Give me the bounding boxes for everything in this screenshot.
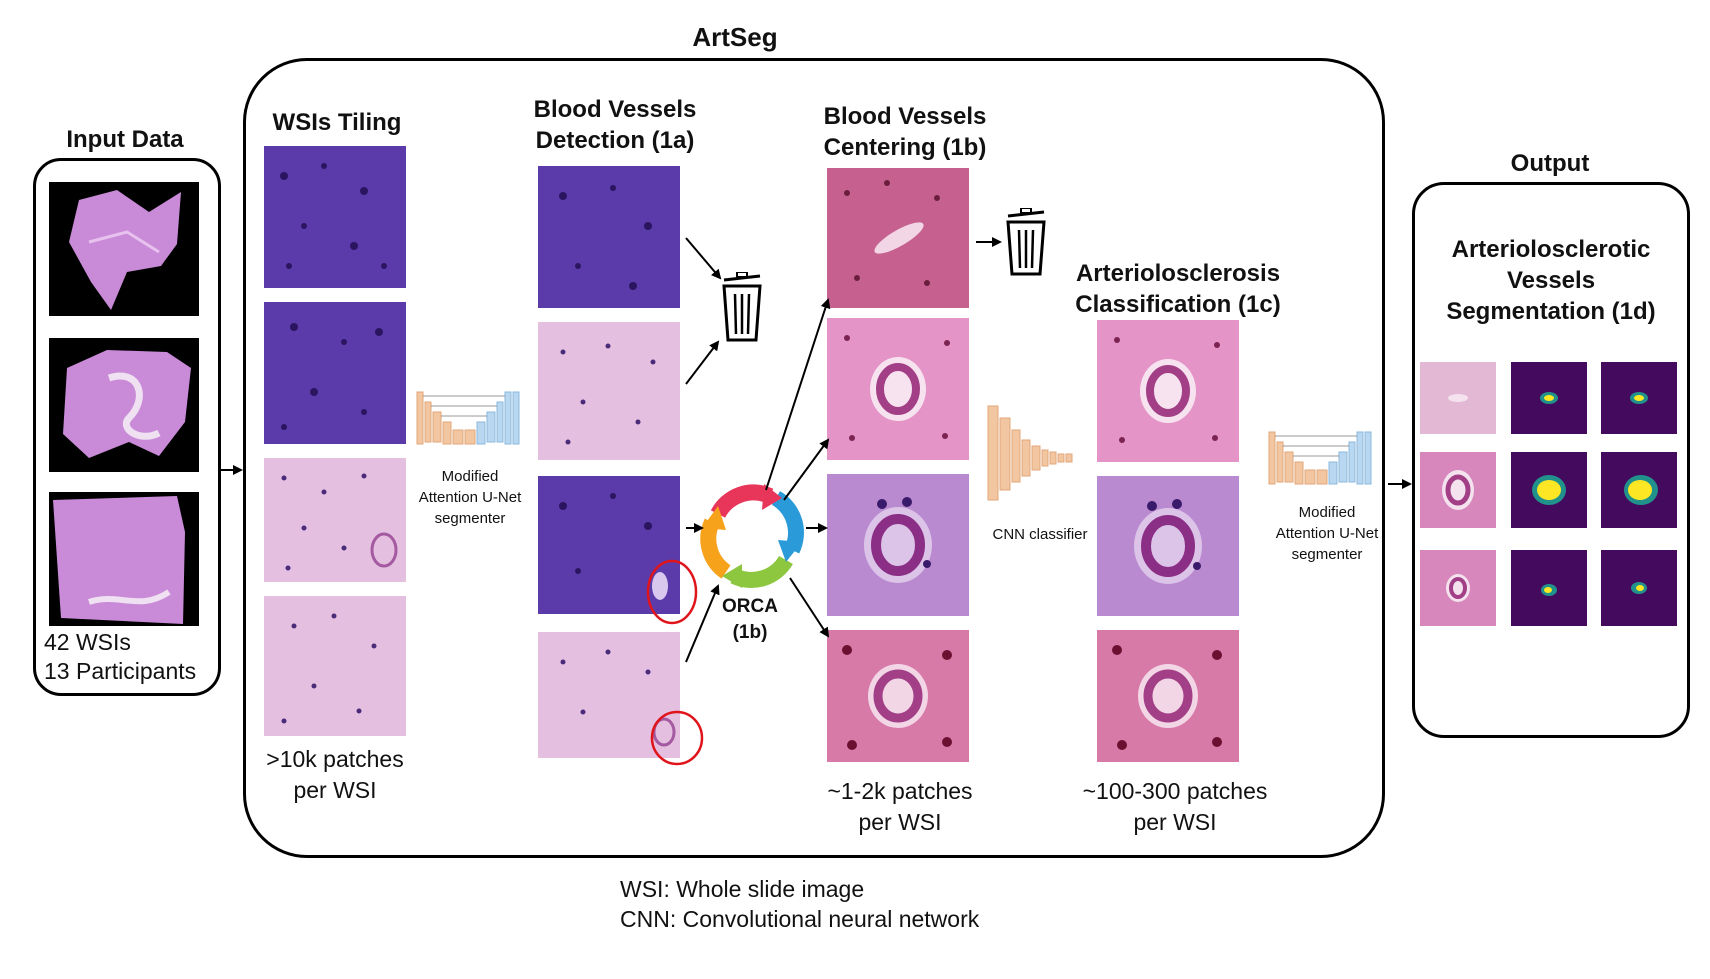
- segmentation-output: [1601, 550, 1677, 626]
- pink-patch-tile: [264, 458, 406, 582]
- segmenter-label: Modified Attention U-Net segmenter: [418, 468, 522, 527]
- legend-cnn: CNN: Convolutional neural network: [620, 906, 980, 932]
- participant-count: 13 Participants: [44, 658, 197, 684]
- wsi-thumbnail: [49, 492, 199, 626]
- annotated-mask: [1511, 550, 1587, 626]
- purple-patch-tile: [264, 146, 406, 288]
- vessel-patch-tile: [1097, 320, 1239, 462]
- classification-heading: Arteriolosclerosis Classification (1c): [1075, 260, 1281, 318]
- segmenter-label: Modified Attention U-Net segmenter: [1275, 504, 1379, 563]
- pink-patch-tile-with-vessel: [538, 632, 680, 758]
- arrow-detect-to-orca: [685, 584, 720, 663]
- purple-patch-tile: [264, 302, 406, 444]
- arrow-orca-to-centering: [783, 438, 830, 501]
- trash-bin-icon: [1006, 208, 1046, 276]
- wsi-count: 42 WSIs: [44, 629, 131, 655]
- arrow-orca-to-centering: [789, 577, 830, 638]
- wsi-tiling-heading: WSIs Tiling: [272, 109, 402, 136]
- he-patch-tile: [827, 168, 969, 308]
- segmentation-output: [1601, 362, 1677, 434]
- annotated-mask: [1511, 452, 1587, 528]
- pink-patch-tile: [538, 322, 680, 460]
- attention-unet-icon: [1268, 431, 1372, 485]
- red-vessel-circle: [650, 710, 704, 766]
- attention-unet-icon: [416, 391, 520, 445]
- vessel-patch-tile: [827, 474, 969, 616]
- centering-heading: Blood Vessels Centering (1b): [823, 103, 987, 161]
- output-heading: Output: [1510, 150, 1590, 177]
- diagram-title: ArtSeg: [692, 22, 778, 52]
- vessel-patch-tile: [1097, 630, 1239, 762]
- classification-patch-count: ~100-300 patches per WSI: [1082, 778, 1268, 835]
- purple-patch-tile: [538, 166, 680, 308]
- arrow-detect-to-bin: [685, 237, 722, 280]
- vessel-patch-tile: [827, 318, 969, 460]
- cnn-classifier-icon: [987, 405, 1073, 501]
- wsi-thumbnail: [49, 182, 199, 316]
- wsi-thumbnail: [49, 338, 199, 472]
- tiling-patch-count: >10k patches per WSI: [266, 746, 404, 803]
- trash-bin-icon: [722, 272, 762, 342]
- input-data-heading: Input Data: [66, 126, 184, 153]
- annotated-mask: [1511, 362, 1587, 434]
- pink-patch-tile: [264, 596, 406, 736]
- detection-heading: Blood Vessels Detection (1a): [533, 96, 697, 154]
- purple-patch-tile-with-vessel: [538, 476, 680, 614]
- arrow-detect-to-bin: [685, 340, 720, 385]
- output-input-patch: [1420, 550, 1496, 626]
- orca-label: ORCA (1b): [722, 596, 778, 643]
- segmentation-output: [1601, 452, 1677, 528]
- cnn-classifier-label: CNN classifier: [992, 526, 1088, 543]
- output-input-patch: [1420, 362, 1496, 434]
- red-vessel-circle: [646, 559, 698, 625]
- legend-wsi: WSI: Whole slide image: [620, 876, 865, 902]
- output-subheading: Arteriolosclerotic Vessels Segmentation …: [1446, 236, 1656, 325]
- centering-patch-count: ~1-2k patches per WSI: [827, 778, 973, 835]
- output-input-patch: [1420, 452, 1496, 528]
- vessel-patch-tile: [1097, 476, 1239, 616]
- arrow-orca-to-centering: [765, 298, 831, 491]
- vessel-patch-tile: [827, 630, 969, 762]
- orca-cycle-icon: [700, 484, 804, 588]
